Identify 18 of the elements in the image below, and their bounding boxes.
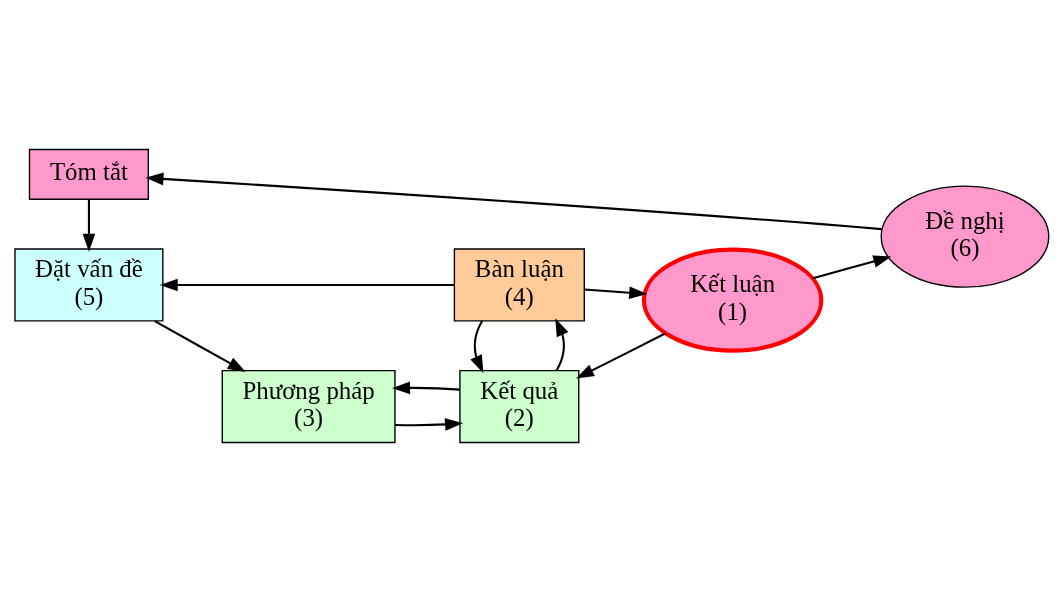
node-box: Đặt vấn đề (5) (14, 247, 164, 322)
node-box: Kết quả (2) (459, 369, 580, 443)
node-box: Bàn luận (4) (453, 247, 585, 322)
arrow (159, 278, 455, 291)
node-ellipse: Kết luận (1) (641, 247, 824, 353)
node-box: Phương pháp (3) (221, 369, 396, 443)
arrow (392, 381, 460, 394)
arrow (576, 332, 666, 379)
arrow (470, 320, 484, 373)
arrow (584, 286, 648, 299)
arrow (555, 317, 569, 371)
arrow (812, 254, 892, 279)
node-box: Tóm tắt (28, 148, 149, 200)
arrow (154, 319, 246, 372)
arrow (395, 417, 464, 431)
node-ellipse: Đề nghị (6) (880, 184, 1050, 288)
arrow (145, 172, 882, 230)
arrow (82, 198, 96, 252)
